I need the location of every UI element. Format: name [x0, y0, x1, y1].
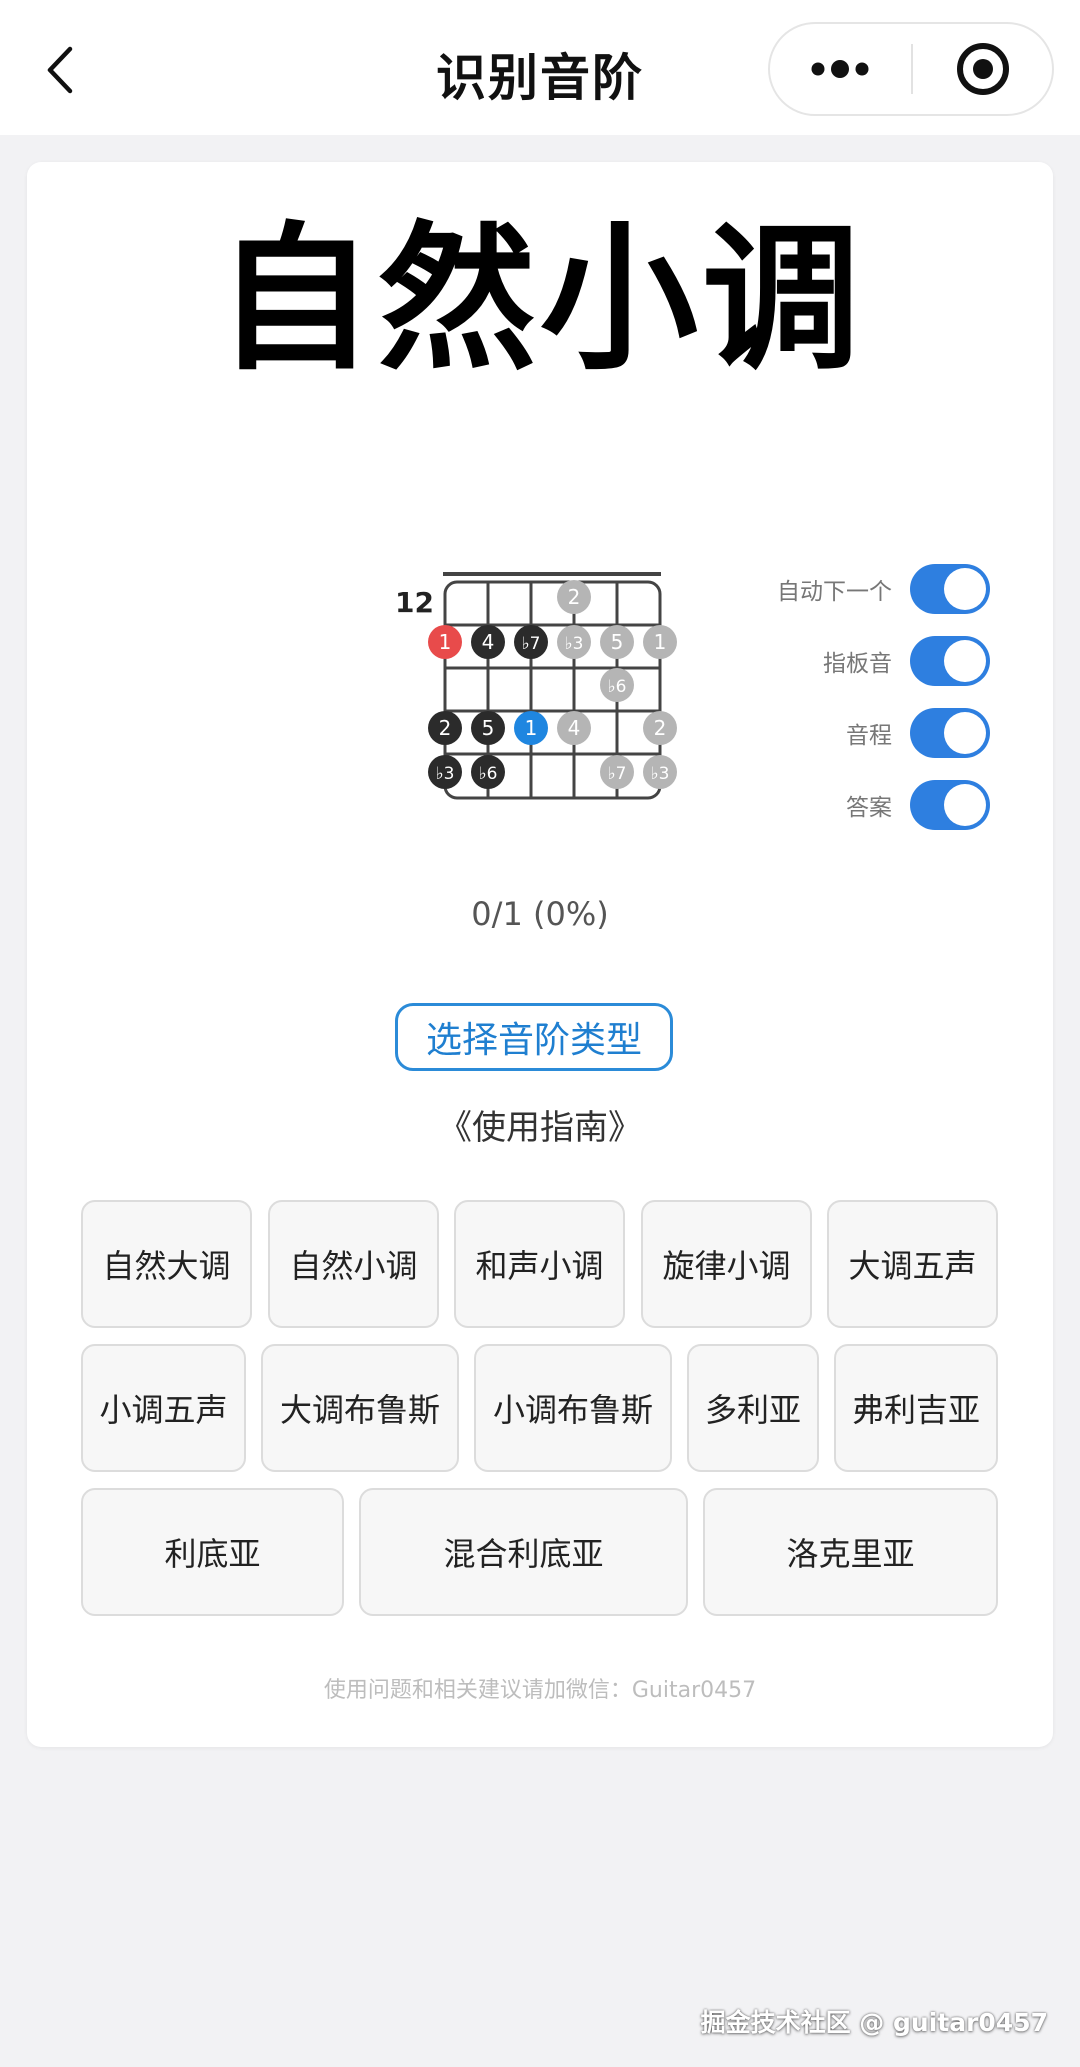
scale-option-button[interactable]: 弗利吉亚 [834, 1344, 998, 1472]
scale-option-button[interactable]: 小调布鲁斯 [474, 1344, 672, 1472]
fretboard-note-dot: 5 [471, 711, 505, 745]
toggle-knob [944, 712, 986, 754]
note-label: 5 [482, 716, 495, 740]
mini-program-capsule [768, 22, 1054, 116]
choose-scale-type-button[interactable]: 选择音阶类型 [395, 1003, 673, 1071]
note-label: 4 [568, 716, 581, 740]
scale-name-title: 自然小调 [216, 208, 864, 392]
note-label: 2 [568, 585, 581, 609]
scale-option-button[interactable]: 大调布鲁斯 [261, 1344, 459, 1472]
note-label: ♭3 [436, 764, 455, 784]
scale-option-button[interactable]: 小调五声 [81, 1344, 246, 1472]
target-icon [957, 43, 1009, 95]
fretboard-note-dot: 2 [428, 711, 462, 745]
fretboard-note-dot: ♭6 [600, 668, 634, 702]
capsule-divider [911, 44, 913, 94]
scale-option-button[interactable]: 旋律小调 [641, 1200, 812, 1328]
page-title: 识别音阶 [436, 49, 644, 107]
fretboard-note-dot: 1 [643, 625, 677, 659]
fretboard-note-dot: ♭3 [428, 755, 462, 789]
note-label: ♭7 [522, 634, 541, 654]
fretboard-note-dot: 5 [600, 625, 634, 659]
close-miniprogram-button[interactable] [913, 24, 1053, 114]
auto-next-toggle[interactable] [910, 564, 990, 614]
scale-option-button[interactable]: 大调五声 [827, 1200, 998, 1328]
user-guide-link[interactable]: 《使用指南》 [438, 1108, 642, 1148]
toggle-row-auto-next: 自动下一个 [777, 562, 990, 616]
fretboard-note-dot: ♭6 [471, 755, 505, 789]
back-button[interactable] [30, 40, 90, 100]
nav-bar: 识别音阶 [0, 0, 1080, 135]
fretboard-note-dot: ♭7 [514, 625, 548, 659]
fretboard-note-dot: ♭7 [600, 755, 634, 789]
fretboard-note-dot: 4 [557, 711, 591, 745]
toggle-label: 指板音 [823, 651, 892, 677]
note-label: 1 [439, 630, 452, 654]
scale-option-button[interactable]: 自然小调 [268, 1200, 439, 1328]
fretboard-note-dot: ♭3 [557, 625, 591, 659]
watermark-text: 掘金技术社区 @ guitar0457 [700, 2008, 1048, 2037]
note-label: ♭7 [608, 764, 627, 784]
fretboard-note-dot: 4 [471, 625, 505, 659]
fretboard-note-dot: 2 [557, 580, 591, 614]
note-label: 2 [654, 716, 667, 740]
score-text: 0/1 (0%) [471, 895, 609, 933]
more-button[interactable] [770, 24, 910, 114]
note-label: 1 [654, 630, 667, 654]
scale-option-button[interactable]: 多利亚 [687, 1344, 819, 1472]
note-label: 2 [439, 716, 452, 740]
scale-option-button[interactable]: 混合利底亚 [359, 1488, 688, 1616]
note-label: ♭3 [651, 764, 670, 784]
answer-toggle[interactable] [910, 780, 990, 830]
toggle-label: 答案 [846, 795, 892, 821]
fretboard-note-dot: 2 [643, 711, 677, 745]
fretboard-diagram: 2 1 4 ♭7 ♭3 5 1 ♭6 2 5 1 4 2 ♭3 ♭6 ♭7 ♭3 [428, 572, 677, 800]
contact-note: 使用问题和相关建议请加微信：Guitar0457 [323, 1678, 757, 1703]
fretboard-note-dot: ♭3 [643, 755, 677, 789]
note-label: 5 [611, 630, 624, 654]
note-label: ♭3 [565, 634, 584, 654]
toggle-row-answer: 答案 [846, 778, 990, 832]
fretboard-note-dot: 1 [428, 625, 462, 659]
note-label: ♭6 [479, 764, 498, 784]
scale-option-button[interactable]: 利底亚 [81, 1488, 344, 1616]
note-label: ♭6 [608, 677, 627, 697]
scale-option-button[interactable]: 和声小调 [454, 1200, 625, 1328]
note-label: 4 [482, 630, 495, 654]
toggle-row-fretboard-notes: 指板音 [823, 634, 990, 688]
main-card [27, 162, 1053, 1747]
chevron-left-icon [47, 46, 73, 94]
fretboard-notes-toggle[interactable] [910, 636, 990, 686]
interval-toggle[interactable] [910, 708, 990, 758]
scale-option-button[interactable]: 洛克里亚 [703, 1488, 998, 1616]
toggle-row-interval: 音程 [846, 706, 990, 760]
note-label: 1 [525, 716, 538, 740]
toggle-label: 自动下一个 [777, 579, 892, 605]
toggle-knob [944, 640, 986, 682]
toggle-knob [944, 568, 986, 610]
scale-option-button[interactable]: 自然大调 [81, 1200, 252, 1328]
fret-number: 12 [395, 586, 434, 619]
more-dots-icon [811, 60, 869, 78]
toggle-label: 音程 [846, 723, 892, 749]
fretboard-note-dot: 1 [514, 711, 548, 745]
toggle-knob [944, 784, 986, 826]
